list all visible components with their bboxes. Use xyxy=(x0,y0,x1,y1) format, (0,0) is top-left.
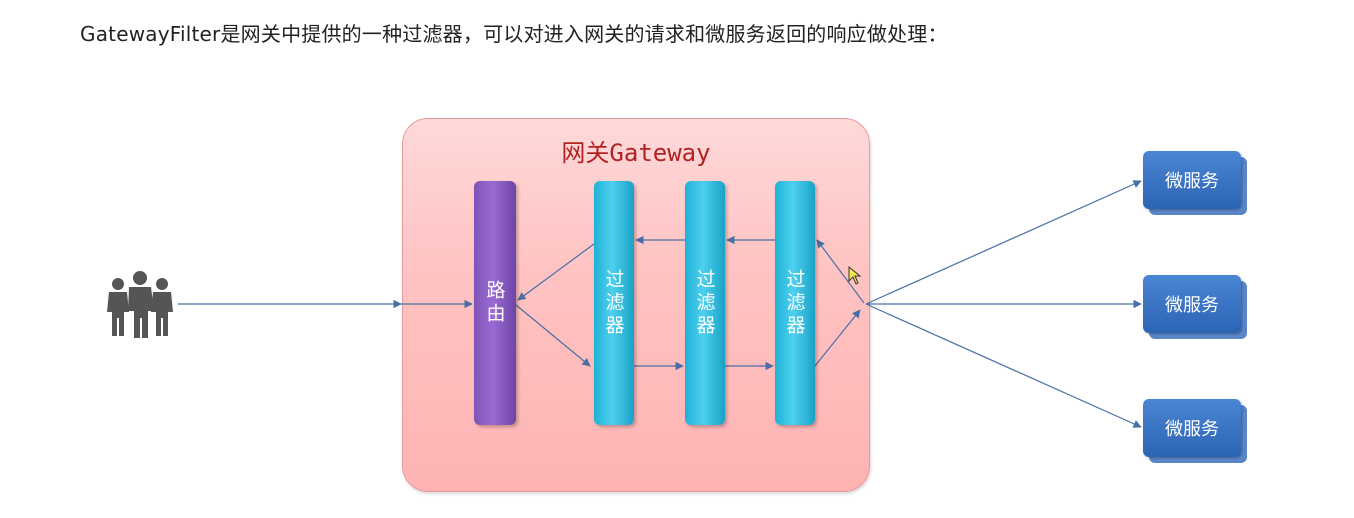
microservice-label-3: 微服务 xyxy=(1143,399,1241,457)
microservice-box-3: 微服务 xyxy=(1143,399,1247,463)
router-bar: 路由 xyxy=(474,181,516,425)
filter-bar-1: 过滤器 xyxy=(594,181,634,425)
gateway-title: 网关Gateway xyxy=(561,139,711,167)
arrow-hub-to-filter3 xyxy=(816,239,865,304)
filter-label-1: 过滤器 xyxy=(602,268,625,338)
arrow-hub-to-service3 xyxy=(865,303,1142,428)
filter-label-2: 过滤器 xyxy=(693,268,716,338)
microservice-label-2: 微服务 xyxy=(1143,275,1241,333)
microservice-label-1: 微服务 xyxy=(1143,151,1241,209)
microservice-box-1: 微服务 xyxy=(1143,151,1247,215)
filter-bar-2: 过滤器 xyxy=(685,181,725,425)
arrow-filter3-to-hub xyxy=(814,309,861,367)
microservice-box-2: 微服务 xyxy=(1143,275,1247,339)
arrow-hub-to-service1 xyxy=(865,180,1142,305)
users-group-icon xyxy=(107,271,173,338)
filter-label-3: 过滤器 xyxy=(783,268,806,338)
router-label: 路由 xyxy=(483,280,506,326)
arrow-filter1-to-router xyxy=(517,243,595,301)
mouse-cursor-icon xyxy=(848,266,862,285)
filter-bar-3: 过滤器 xyxy=(775,181,815,425)
arrow-router-to-filter1 xyxy=(515,304,591,367)
page-heading: GatewayFilter是网关中提供的一种过滤器，可以对进入网关的请求和微服务… xyxy=(80,22,948,46)
